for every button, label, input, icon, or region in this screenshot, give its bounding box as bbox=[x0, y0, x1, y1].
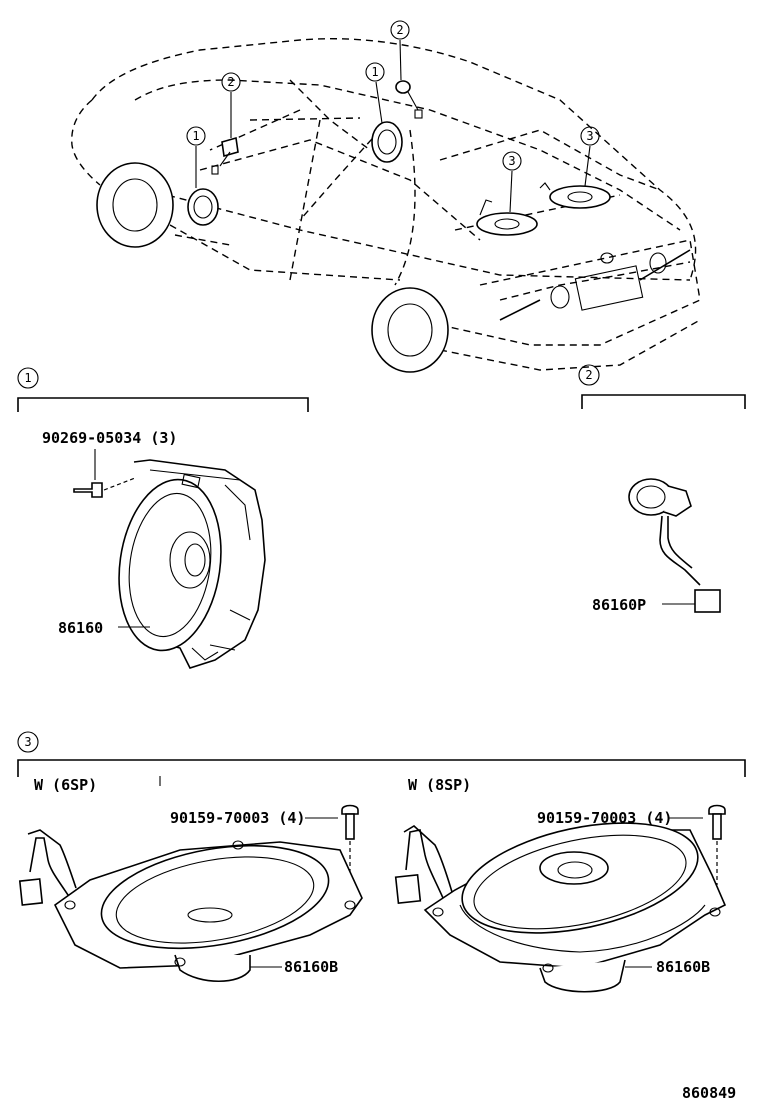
callout-1-front: 1 bbox=[192, 129, 199, 143]
variant-8sp-label: W (8SP) bbox=[408, 776, 471, 794]
car-callouts: 1 2 1 2 3 3 bbox=[186, 20, 600, 171]
callout-3-right: 3 bbox=[586, 129, 593, 143]
speaker-part-number-right: 86160B bbox=[656, 958, 710, 976]
section-3: 3 W (6SP) W (8SP) 90159-70003 (4) 86160B… bbox=[17, 731, 746, 993]
speaker-part-number-left: 86160B bbox=[284, 958, 338, 976]
screw-part-number-left: 90159-70003 (4) bbox=[170, 809, 305, 827]
illustration-number: 860849 bbox=[682, 1084, 736, 1102]
callout-3-left: 3 bbox=[508, 154, 515, 168]
screw-part-number-1: 90269-05034 (3) bbox=[42, 429, 177, 447]
section-1: 1 90269-05034 (3) 86160 bbox=[17, 367, 309, 669]
section-3-marker: 3 bbox=[24, 735, 31, 749]
car-illustration bbox=[71, 38, 701, 373]
callout-2-rear: 2 bbox=[396, 23, 403, 37]
section-1-marker: 1 bbox=[24, 371, 31, 385]
callout-2-front: 2 bbox=[227, 75, 234, 89]
screw-part-number-right: 90159-70003 (4) bbox=[537, 809, 672, 827]
section-2: 2 86160P bbox=[578, 364, 746, 614]
section-2-marker: 2 bbox=[585, 368, 592, 382]
callout-1-rear: 1 bbox=[371, 65, 378, 79]
tweeter-part-number: 86160P bbox=[592, 596, 646, 614]
speaker-part-number-1: 86160 bbox=[58, 619, 103, 637]
variant-6sp-label: W (6SP) bbox=[34, 776, 97, 794]
